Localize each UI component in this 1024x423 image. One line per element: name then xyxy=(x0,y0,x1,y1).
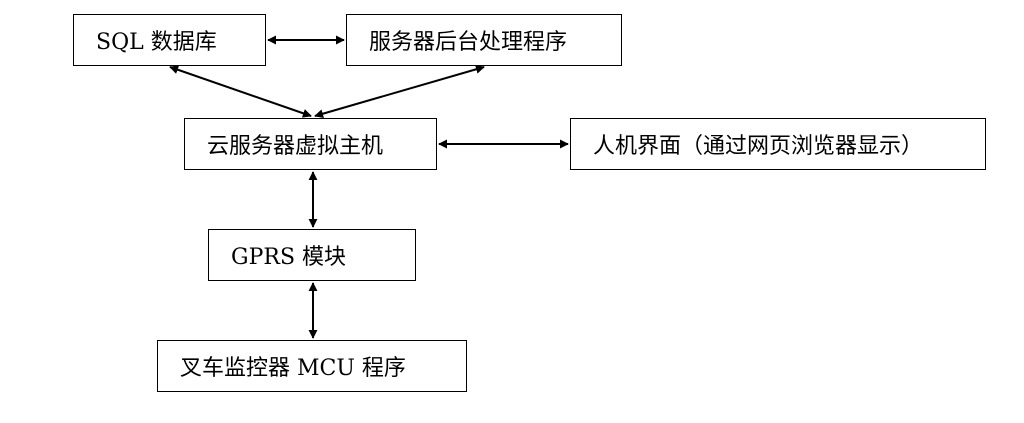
edge-server-backend-to-cloud-vm xyxy=(314,64,485,119)
node-label: 服务器后台处理程序 xyxy=(369,30,568,55)
edge-sql-db-to-cloud-vm xyxy=(169,65,312,118)
node-label: 人机界面（通过网页浏览器显示） xyxy=(593,134,924,159)
node-forklift-mcu: 叉车监控器 MCU 程序 xyxy=(157,340,467,392)
node-label: GPRS 模块 xyxy=(231,245,347,270)
node-label: 叉车监控器 MCU 程序 xyxy=(180,356,406,381)
node-server-backend: 服务器后台处理程序 xyxy=(346,14,622,66)
node-hmi: 人机界面（通过网页浏览器显示） xyxy=(570,118,986,170)
node-label: 云服务器虚拟主机 xyxy=(207,134,384,159)
node-sql-database: SQL 数据库 xyxy=(73,14,266,66)
node-gprs-module: GPRS 模块 xyxy=(208,229,416,281)
node-cloud-vm: 云服务器虚拟主机 xyxy=(184,118,437,170)
node-label: SQL 数据库 xyxy=(96,30,217,55)
